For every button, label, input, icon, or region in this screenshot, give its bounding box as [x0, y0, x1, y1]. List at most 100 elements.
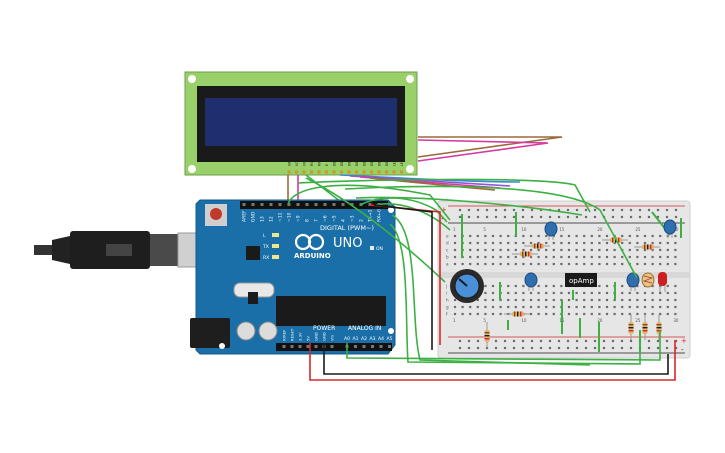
- breadboard-hole[interactable]: [545, 262, 548, 266]
- rail-hole[interactable]: [494, 208, 498, 212]
- breadboard-hole[interactable]: [628, 234, 631, 238]
- rail-hole[interactable]: [521, 339, 525, 343]
- breadboard-hole[interactable]: [552, 305, 555, 309]
- rail-hole[interactable]: [458, 339, 462, 343]
- breadboard-hole[interactable]: [484, 284, 487, 288]
- breadboard-hole[interactable]: [605, 241, 609, 245]
- rail-hole[interactable]: [674, 215, 678, 219]
- rail-hole[interactable]: [539, 346, 543, 350]
- rail-hole[interactable]: [584, 215, 588, 219]
- breadboard-hole[interactable]: [469, 241, 472, 245]
- breadboard-hole[interactable]: [537, 284, 540, 288]
- breadboard-hole[interactable]: [552, 248, 555, 252]
- breadboard-hole[interactable]: [537, 312, 540, 316]
- breadboard-hole[interactable]: [545, 284, 548, 288]
- breadboard-hole[interactable]: [628, 298, 631, 302]
- breadboard-hole[interactable]: [605, 255, 609, 259]
- breadboard-hole[interactable]: [545, 305, 548, 309]
- breadboard-hole[interactable]: [529, 248, 533, 252]
- rail-hole[interactable]: [638, 208, 642, 212]
- breadboard-hole[interactable]: [605, 234, 609, 238]
- rail-hole[interactable]: [575, 215, 579, 219]
- breadboard-hole[interactable]: [537, 234, 540, 238]
- rail-hole[interactable]: [665, 215, 669, 219]
- breadboard-hole[interactable]: [666, 284, 669, 288]
- breadboard-hole[interactable]: [476, 312, 479, 316]
- opamp-ic[interactable]: opAmp: [565, 273, 597, 287]
- power-pin-hole[interactable]: [314, 345, 318, 348]
- lcd-pin[interactable]: [354, 170, 359, 174]
- breadboard-hole[interactable]: [499, 262, 502, 266]
- rail-hole[interactable]: [665, 346, 669, 350]
- breadboard-hole[interactable]: [636, 248, 639, 252]
- breadboard-hole[interactable]: [552, 291, 555, 295]
- breadboard-hole[interactable]: [560, 291, 563, 295]
- power-pin-hole[interactable]: [282, 345, 286, 348]
- breadboard-hole[interactable]: [453, 241, 457, 245]
- lcd-pin[interactable]: [347, 170, 351, 174]
- breadboard-hole[interactable]: [628, 291, 631, 295]
- rail-hole[interactable]: [575, 208, 579, 212]
- breadboard-hole[interactable]: [507, 241, 510, 245]
- rail-hole[interactable]: [548, 346, 552, 350]
- breadboard-hole[interactable]: [613, 312, 616, 316]
- rail-hole[interactable]: [629, 339, 633, 343]
- breadboard-hole[interactable]: [491, 241, 495, 245]
- breadboard-hole[interactable]: [560, 241, 563, 245]
- breadboard-hole[interactable]: [514, 284, 517, 288]
- breadboard-hole[interactable]: [636, 262, 639, 266]
- rail-hole[interactable]: [530, 215, 534, 219]
- rail-hole[interactable]: [476, 346, 480, 350]
- digital-pin-hole[interactable]: [242, 203, 246, 206]
- breadboard-hole[interactable]: [613, 305, 616, 309]
- breadboard-hole[interactable]: [651, 234, 654, 238]
- breadboard-hole[interactable]: [514, 241, 517, 245]
- breadboard-hole[interactable]: [552, 262, 555, 266]
- breadboard-hole[interactable]: [552, 312, 555, 316]
- breadboard-hole[interactable]: [621, 284, 624, 288]
- breadboard-hole[interactable]: [636, 284, 639, 288]
- rail-hole[interactable]: [467, 346, 471, 350]
- breadboard-hole[interactable]: [507, 255, 510, 259]
- breadboard-hole[interactable]: [545, 291, 548, 295]
- rail-hole[interactable]: [647, 339, 651, 343]
- rail-hole[interactable]: [557, 346, 561, 350]
- breadboard-hole[interactable]: [522, 255, 525, 259]
- breadboard-hole[interactable]: [507, 284, 510, 288]
- digital-pin-hole[interactable]: [341, 203, 345, 206]
- breadboard-hole[interactable]: [598, 255, 601, 259]
- breadboard-hole[interactable]: [605, 248, 609, 252]
- breadboard-hole[interactable]: [507, 298, 510, 302]
- usb-cable[interactable]: [34, 231, 213, 269]
- digital-pin-hole[interactable]: [305, 203, 309, 206]
- breadboard-hole[interactable]: [674, 305, 677, 309]
- breadboard-hole[interactable]: [590, 241, 593, 245]
- breadboard-hole[interactable]: [643, 248, 647, 252]
- rail-hole[interactable]: [575, 339, 579, 343]
- rail-hole[interactable]: [602, 346, 606, 350]
- breadboard-hole[interactable]: [666, 255, 669, 259]
- rail-hole[interactable]: [584, 339, 588, 343]
- rail-hole[interactable]: [557, 208, 561, 212]
- breadboard-hole[interactable]: [453, 262, 457, 266]
- breadboard-hole[interactable]: [529, 298, 533, 302]
- rail-hole[interactable]: [656, 346, 660, 350]
- breadboard-hole[interactable]: [537, 255, 540, 259]
- rail-hole[interactable]: [629, 208, 633, 212]
- breadboard-hole[interactable]: [590, 262, 593, 266]
- breadboard-hole[interactable]: [598, 305, 601, 309]
- rail-hole[interactable]: [467, 208, 471, 212]
- breadboard-hole[interactable]: [529, 241, 533, 245]
- breadboard-hole[interactable]: [476, 241, 479, 245]
- breadboard-hole[interactable]: [590, 291, 593, 295]
- breadboard-hole[interactable]: [575, 262, 578, 266]
- breadboard-hole[interactable]: [636, 234, 639, 238]
- breadboard-hole[interactable]: [522, 291, 525, 295]
- breadboard-hole[interactable]: [476, 248, 479, 252]
- rail-hole[interactable]: [521, 208, 525, 212]
- breadboard-hole[interactable]: [560, 234, 563, 238]
- digital-pin-hole[interactable]: [269, 203, 273, 206]
- breadboard-hole[interactable]: [491, 234, 495, 238]
- breadboard-hole[interactable]: [613, 248, 616, 252]
